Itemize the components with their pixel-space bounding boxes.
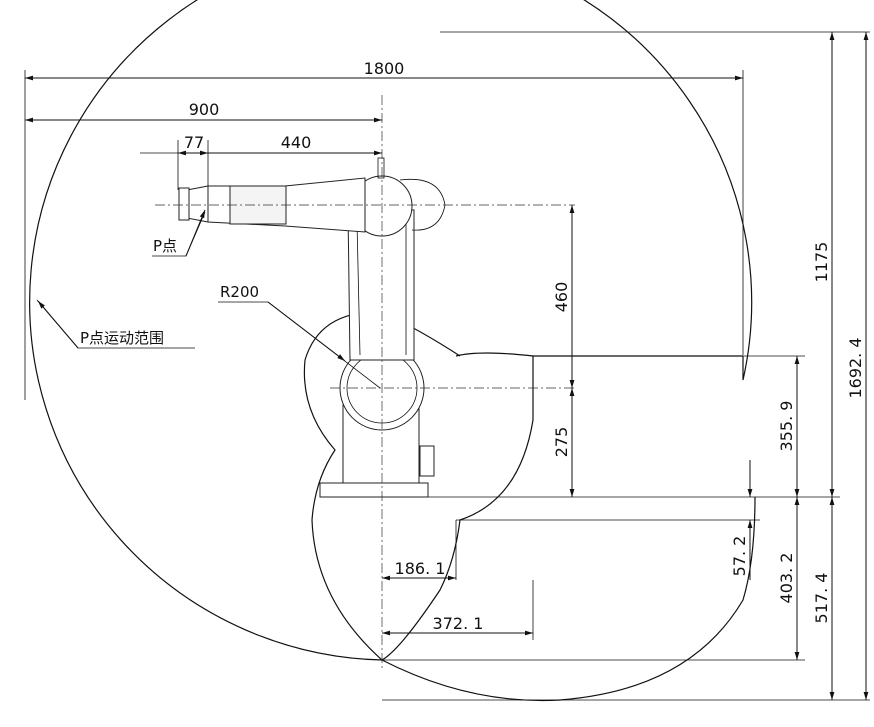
dimension-lines <box>25 32 869 700</box>
center-lines <box>155 95 575 668</box>
label-p-range: P点运动范围 <box>80 329 164 347</box>
flange <box>178 187 190 221</box>
dim-1800: 1800 <box>364 59 405 78</box>
label-p-point: P点 <box>153 237 177 255</box>
dimension-texts: 1800 900 77 440 460 275 355. 9 403. 2 57… <box>184 59 865 633</box>
label-r200: R200 <box>220 283 259 301</box>
outer-arc <box>29 0 753 661</box>
dim-372-1: 372. 1 <box>433 614 484 633</box>
wrist <box>186 185 209 223</box>
bulb-top <box>455 352 534 357</box>
dim-77: 77 <box>184 133 204 152</box>
robot-illustration <box>178 157 446 498</box>
dim-1175: 1175 <box>812 242 831 283</box>
dim-900: 900 <box>189 100 220 119</box>
dim-355-9: 355. 9 <box>777 401 796 452</box>
dim-275: 275 <box>552 427 571 458</box>
dim-460: 460 <box>552 282 571 313</box>
base-plate <box>319 482 429 498</box>
antenna-stub <box>377 157 385 179</box>
dim-403-2: 403. 2 <box>777 553 796 604</box>
leader-lines <box>36 209 381 389</box>
dim-186-1: 186. 1 <box>395 559 446 578</box>
dim-57-2: 57. 2 <box>730 536 749 577</box>
callout-labels: P点 R200 P点运动范围 <box>80 237 259 347</box>
lower-arc <box>381 496 756 702</box>
base-connector <box>419 445 435 477</box>
extension-lines <box>24 31 870 701</box>
dim-440: 440 <box>281 133 312 152</box>
dim-1692-4: 1692. 4 <box>846 337 865 398</box>
dim-517-4: 517. 4 <box>812 573 831 624</box>
